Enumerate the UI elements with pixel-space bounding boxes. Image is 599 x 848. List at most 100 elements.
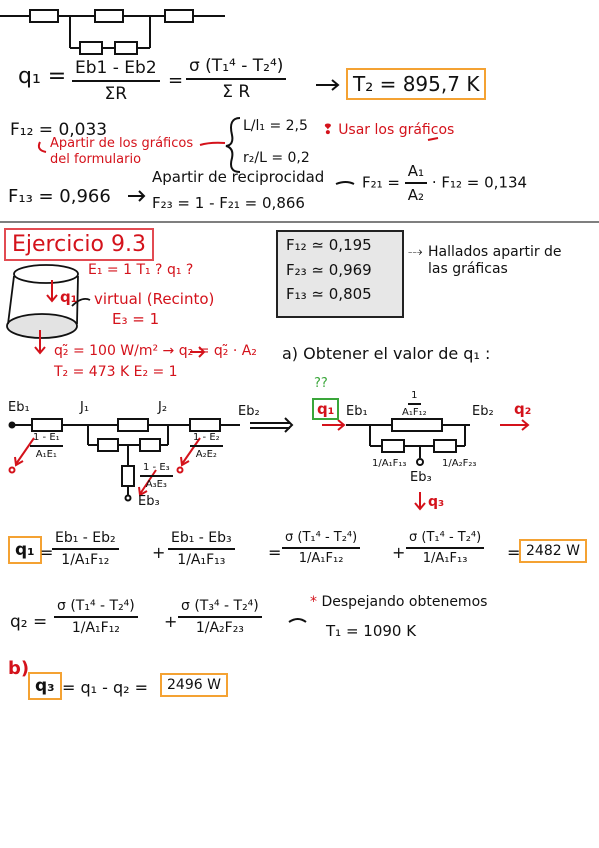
q3-result-box: 2496 W [160, 673, 228, 697]
question-marks: ?? [314, 376, 328, 391]
term2-num: Eb₁ - Eb₃ [168, 530, 235, 550]
view-factors-box: F₁₂ ≃ 0,195 F₂₃ ≃ 0,969 F₁₃ ≃ 0,805 [276, 230, 404, 318]
t1-result: T₁ = 1090 K [326, 622, 417, 640]
q1-cone-label: q₁ [60, 288, 78, 306]
f21-den: A₂ [407, 186, 425, 204]
right-eb1: Eb₁ [346, 404, 368, 419]
exercise-title: Ejercicio 9.3 [4, 228, 154, 261]
left-r3-den: A₃E₃ [145, 479, 167, 490]
left-r2-num: 1 - E₂ [190, 432, 223, 447]
plus-2: + [392, 543, 406, 562]
u1-den: 1/A₁F₁₂ [71, 620, 120, 636]
f21-equation: F₂₁ = A₁ A₂ · F₁₂ = 0,134 [362, 162, 527, 204]
f21-num: A₁ [404, 162, 428, 184]
right-r23: 1/A₂F₂₃ [442, 458, 477, 469]
virtual-enclosure: virtual (Recinto) [94, 290, 215, 308]
despejando-text: Despejando obtenemos [321, 594, 488, 610]
q2-flux: q₂̃ = 100 W/m² → q₂ = q₂̃ · A₂ [54, 343, 257, 359]
term4-den: 1/A₁F₁₃ [422, 551, 468, 566]
cone-sketch [6, 264, 79, 339]
term2-den: 1/A₁F₁₃ [177, 552, 226, 568]
warning-icon: ❢ [322, 122, 339, 138]
term2-fraction: Eb₁ - Eb₃ 1/A₁F₁₃ [168, 530, 235, 568]
left-r3-num: 1 - E₃ [140, 462, 173, 477]
plus-3: + [164, 612, 178, 631]
ratio-l1: L/l₁ = 2,5 [243, 118, 308, 134]
e3-value: E₃ = 1 [112, 310, 160, 328]
right-q2: q₂ [514, 400, 532, 418]
part-a-prompt: a) Obtener el valor de q₁ : [282, 344, 491, 363]
u2-den: 1/A₂F₂₃ [195, 620, 244, 636]
reciprocity-note: Apartir de reciprocidad [152, 168, 325, 186]
radiation-fraction: σ (T₁⁴ - T₂⁴)Σ R [186, 56, 287, 102]
radiation-denominator: Σ R [222, 82, 251, 102]
right-eb3: Eb₃ [410, 470, 432, 485]
f12-value: F₁₂ = 0,033 [10, 120, 108, 140]
equals-sign: = [168, 70, 184, 91]
right-q1-box: q₁ [312, 398, 340, 420]
left-r2-fraction: 1 - E₂ A₂E₂ [190, 432, 223, 460]
bottom-eq1: = [40, 543, 54, 562]
t2-result-box: T₂ = 895,7 K [346, 68, 487, 100]
f12-approx: F₁₂ ≃ 0,195 [286, 236, 372, 254]
u1-fraction: σ (T₁⁴ - T₂⁴) 1/A₁F₁₂ [54, 598, 138, 636]
left-r1-fraction: 1 - E₁ A₁E₁ [30, 432, 63, 460]
right-rtop-den: A₁F₁₂ [402, 407, 427, 418]
f13-approx: F₁₃ ≃ 0,805 [286, 285, 372, 303]
term1-den: 1/A₁F₁₂ [61, 552, 110, 568]
f21-lhs: F₂₁ = [362, 173, 400, 192]
ratio-r2: r₂/L = 0,2 [243, 150, 310, 166]
u2-fraction: σ (T₃⁴ - T₂⁴) 1/A₂F₂₃ [178, 598, 262, 636]
q3-rhs: = q₁ - q₂ = [62, 678, 149, 697]
left-circuit [8, 418, 240, 502]
right-rtop-num: 1 [408, 390, 421, 405]
left-r3-fraction: 1 - E₃ A₃E₃ [140, 462, 173, 490]
left-eb3: Eb₃ [138, 494, 160, 509]
term1-num: Eb₁ - Eb₂ [52, 530, 119, 550]
q1-label: q₁ = [18, 64, 67, 89]
asterisk-icon: * [310, 594, 322, 610]
despejando-note: * Despejando obtenemos [310, 594, 487, 610]
left-j1: J₁ [80, 400, 90, 415]
term3-fraction: σ (T₁⁴ - T₂⁴)1/A₁F₁₂ [282, 530, 361, 566]
u1-num: σ (T₁⁴ - T₂⁴) [54, 598, 138, 618]
left-r2-den: A₂E₂ [195, 449, 217, 460]
term4-num: σ (T₁⁴ - T₂⁴) [406, 530, 485, 549]
f13-value: F₁₃ = 0,966 [8, 186, 111, 207]
arrow-icon: ⤏ [408, 244, 423, 260]
f23-approx: F₂₃ ≃ 0,969 [286, 261, 372, 279]
left-r1-num: 1 - E₁ [30, 432, 63, 447]
part-b-label: b) [8, 658, 30, 679]
u2-num: σ (T₃⁴ - T₂⁴) [178, 598, 262, 618]
term3-den: 1/A₁F₁₂ [298, 551, 344, 566]
t2-e2-values: T₂ = 473 K E₂ = 1 [54, 364, 178, 380]
q1-result-box: 2482 W [519, 539, 587, 563]
q2-lhs: q₂ = [10, 612, 48, 632]
f23-value: F₂₃ = 1 - F₂₁ = 0,866 [152, 194, 305, 212]
bottom-eq2: = [268, 543, 282, 562]
left-r1-den: A₁E₁ [35, 449, 57, 460]
right-q3: q₃ [428, 494, 445, 510]
right-eb2: Eb₂ [472, 404, 494, 419]
use-graphs-text: Usar los gráficos [338, 122, 455, 138]
right-circuit [346, 418, 470, 466]
found-from-graphs: Hallados apartir de las gráficas [428, 244, 562, 277]
left-j2: J₂ [158, 400, 168, 415]
plus-1: + [152, 543, 166, 562]
e1-t1-q1: E₁ = 1 T₁ ? q₁ ? [88, 262, 194, 278]
from-graphs-note: Apartir de los gráficos del formulario [50, 136, 194, 167]
top-resistor-network [0, 9, 225, 55]
right-r13: 1/A₁F₁₃ [372, 458, 407, 469]
radiation-numerator: σ (T₁⁴ - T₂⁴) [186, 56, 287, 80]
q1-denominator: ΣR [104, 84, 128, 104]
term1-fraction: Eb₁ - Eb₂ 1/A₁F₁₂ [52, 530, 119, 568]
q1-numerator: Eb1 - Eb2 [72, 58, 160, 82]
bottom-eq3: = [507, 543, 521, 562]
f21-rhs: · F₁₂ = 0,134 [431, 173, 528, 192]
left-eb2: Eb₂ [238, 404, 260, 419]
use-graphs-note: ❢ Usar los gráficos [322, 122, 454, 138]
left-eb1: Eb₁ [8, 400, 30, 415]
